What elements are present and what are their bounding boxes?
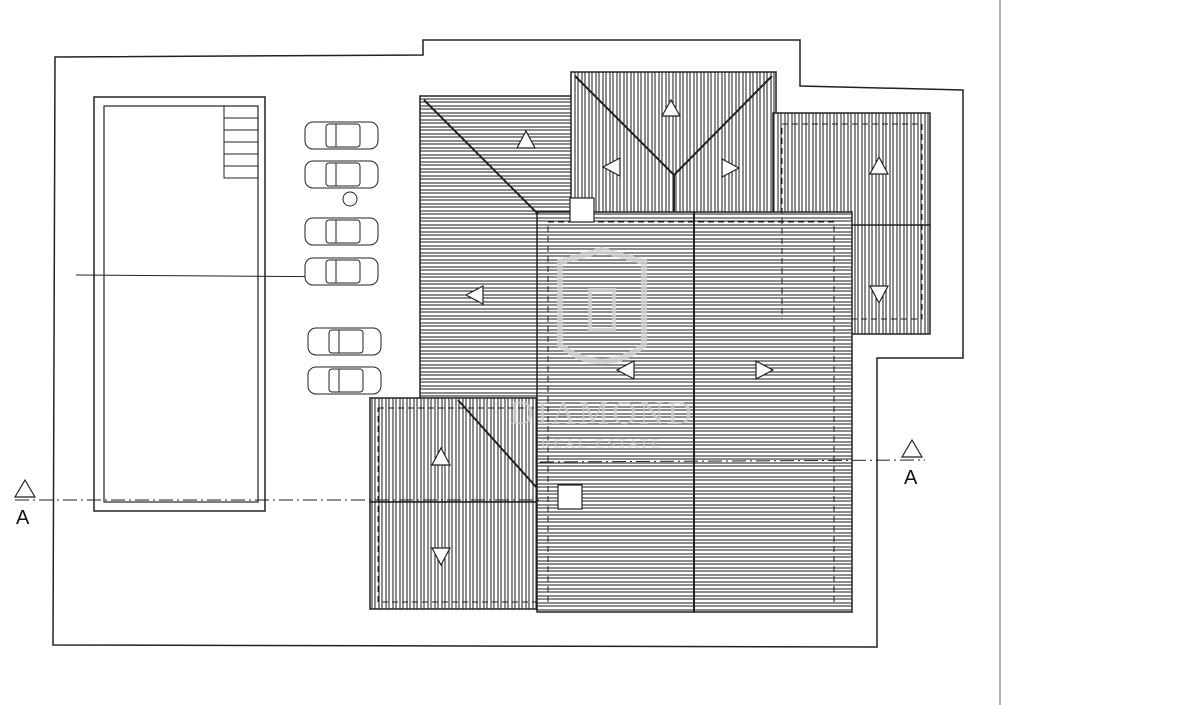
section-label-left: A	[16, 507, 30, 529]
section-marker-right-icon	[900, 438, 924, 458]
watermark-subtitle: REAL ESTATE	[541, 437, 663, 452]
watermark-logo-icon	[557, 246, 647, 365]
car-5	[307, 327, 382, 356]
slope-arrow-down-icon	[431, 547, 451, 567]
parking-area	[304, 121, 382, 395]
slope-arrow-right-icon	[755, 360, 775, 380]
plot-boundary	[52, 39, 964, 648]
slope-arrow-down-icon	[869, 285, 889, 305]
slope-arrow-right-icon	[721, 158, 741, 178]
slope-arrow-up-icon	[431, 446, 451, 466]
swimming-pool	[75, 96, 371, 512]
chimney-south	[557, 484, 583, 510]
roof-plane-east-wing-lower	[849, 224, 931, 335]
chimney-north	[569, 197, 595, 223]
slope-arrow-left-icon	[615, 360, 635, 380]
slope-arrow-up-icon	[869, 155, 889, 175]
roof-plane-southwest-lower	[369, 501, 539, 610]
roof-plane-main-west	[536, 211, 695, 613]
slope-arrow-up-icon	[660, 98, 682, 117]
watermark: DIAMOND REAL ESTATE	[509, 246, 694, 452]
roof-ridges	[423, 75, 773, 612]
watermark-title: DIAMOND	[509, 395, 694, 432]
section-marker-left-icon	[13, 478, 37, 498]
car-6	[307, 366, 382, 395]
slope-arrow-up-icon	[516, 129, 536, 149]
car-3	[304, 217, 379, 246]
pool-steps	[223, 105, 259, 179]
house-roof	[369, 71, 931, 613]
slope-arrow-left-icon	[601, 157, 621, 177]
section-line-a-a: A A	[13, 438, 926, 529]
slope-arrows	[431, 98, 889, 567]
car-1	[304, 121, 379, 150]
car-2	[304, 160, 379, 189]
slope-arrow-left-icon	[464, 285, 484, 305]
car-4	[304, 257, 379, 286]
roof-plane-east-wing-upper	[772, 112, 931, 228]
tree-icon	[342, 191, 358, 207]
eave-dashed-lines	[377, 123, 923, 607]
roof-plane-southwest-upper	[369, 397, 539, 503]
roof-plane-main-east	[693, 211, 853, 613]
section-label-right: A	[904, 467, 918, 489]
